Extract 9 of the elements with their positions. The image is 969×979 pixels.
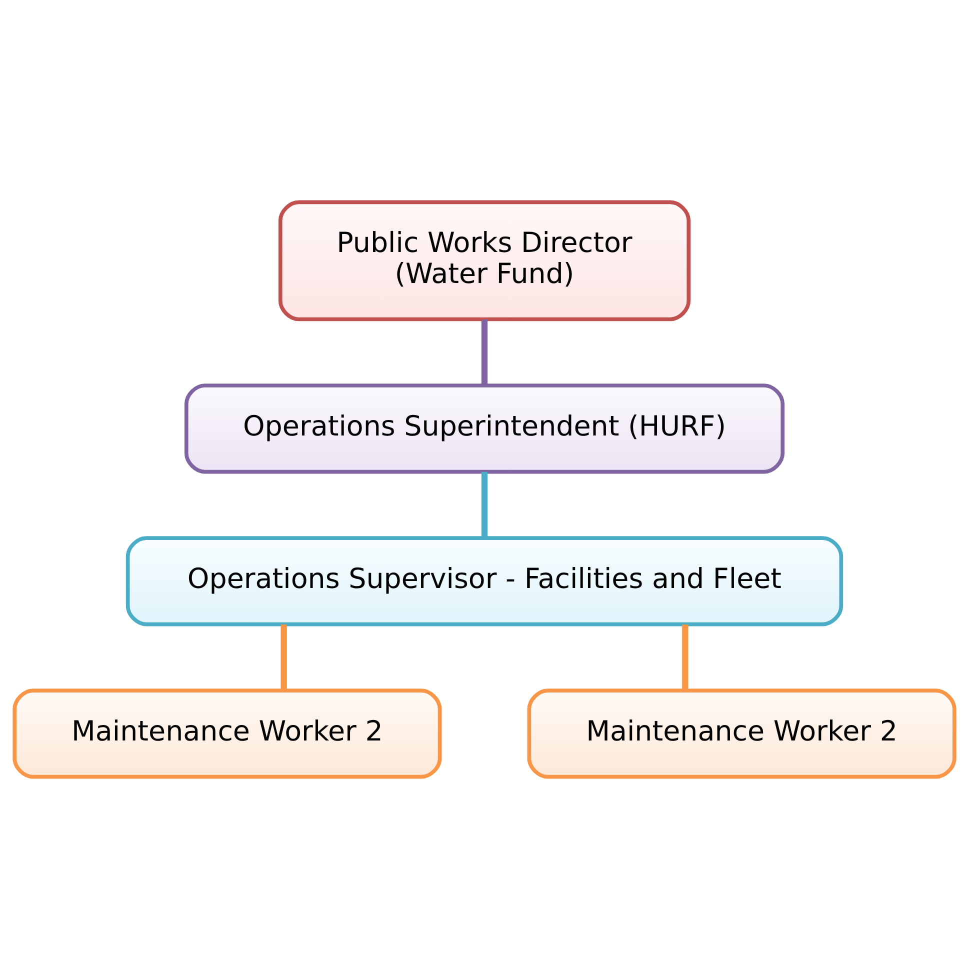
connector [481,319,488,386]
node-box: Operations Superintendent (HURF) [184,384,785,474]
connector [682,624,688,690]
connector [280,624,287,690]
node-box: Maintenance Worker 2 [527,688,956,779]
node-box: Maintenance Worker 2 [12,688,442,779]
connector [481,472,488,538]
node-box: Public Works Director (Water Fund) [278,200,691,322]
node-box: Operations Supervisor - Facilities and Fleet [126,536,844,626]
